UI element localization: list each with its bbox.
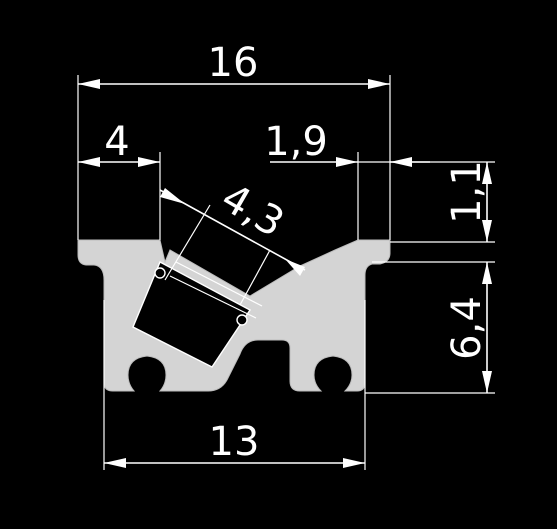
- led-strip-edge-2: [169, 275, 257, 319]
- ext-line-strip-left: [164, 204, 211, 281]
- arrow-overall-right: [368, 79, 390, 89]
- label-overall-width: 16: [208, 40, 259, 86]
- led-strip: [132, 261, 263, 368]
- arrow-overall-left: [78, 79, 100, 89]
- led-strip-edge-1: [175, 261, 263, 307]
- label-left-offset: 4: [104, 119, 129, 165]
- arrow-strip-right: [285, 259, 305, 276]
- arrow-base-left: [104, 458, 126, 468]
- left-hole-slot: [141, 382, 153, 394]
- arrow-lip-height-bottom: [482, 220, 492, 242]
- arrow-base-right: [343, 458, 365, 468]
- arrow-lip-right: [390, 157, 412, 167]
- strip-clip-right: [236, 314, 248, 326]
- dim-line-strip-width: [159, 189, 306, 271]
- arrow-offset-left: [78, 157, 100, 167]
- led-strip-body: [132, 261, 252, 368]
- label-right-lip: 1,9: [264, 119, 328, 165]
- right-mount-hole: [322, 364, 344, 386]
- right-hole-slot: [327, 382, 339, 394]
- arrow-offset-right: [138, 157, 160, 167]
- strip-clip-left: [154, 267, 166, 279]
- ext-line-strip-right: [239, 249, 271, 306]
- left-mount-hole: [136, 364, 158, 386]
- arrow-body-height-top: [482, 262, 492, 284]
- label-body-height: 6,4: [444, 296, 490, 360]
- label-lip-height: 1,1: [444, 160, 490, 224]
- arrow-lip-height-top: [482, 162, 492, 184]
- arrow-body-height-bottom: [482, 371, 492, 393]
- arrow-lip-left: [336, 157, 358, 167]
- arrow-strip-left: [160, 188, 185, 204]
- label-base-width: 13: [209, 419, 260, 465]
